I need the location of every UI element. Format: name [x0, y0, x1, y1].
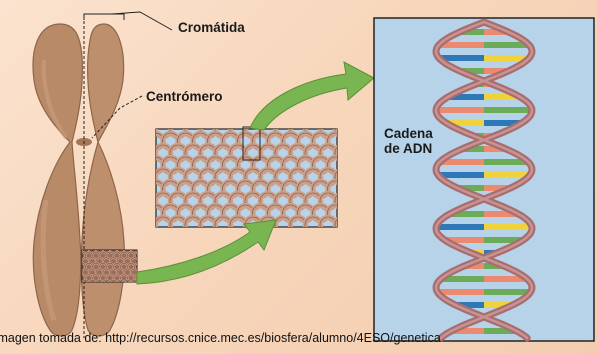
- centromere-pointer: [91, 95, 143, 139]
- image-source-caption: Imagen tomada de: http://recursos.cnice.…: [0, 331, 441, 345]
- label-cadena-adn: Cadena de ADN: [384, 126, 433, 156]
- chromatid-left: [32, 23, 83, 337]
- chromatid-right: [80, 23, 125, 337]
- chromosome-inset-box: [81, 249, 138, 283]
- label-cadena-line2: de ADN: [384, 141, 433, 156]
- label-cromatida: Cromátida: [178, 20, 245, 35]
- label-centromero: Centrómero: [146, 89, 223, 104]
- arrow-zoom-to-dna: [249, 61, 375, 131]
- arrow-inset-to-zoom: [136, 219, 277, 285]
- chromatid-bracket: [83, 13, 125, 20]
- chromatid-pointer: [111, 11, 173, 31]
- label-cadena-line1: Cadena: [384, 126, 433, 141]
